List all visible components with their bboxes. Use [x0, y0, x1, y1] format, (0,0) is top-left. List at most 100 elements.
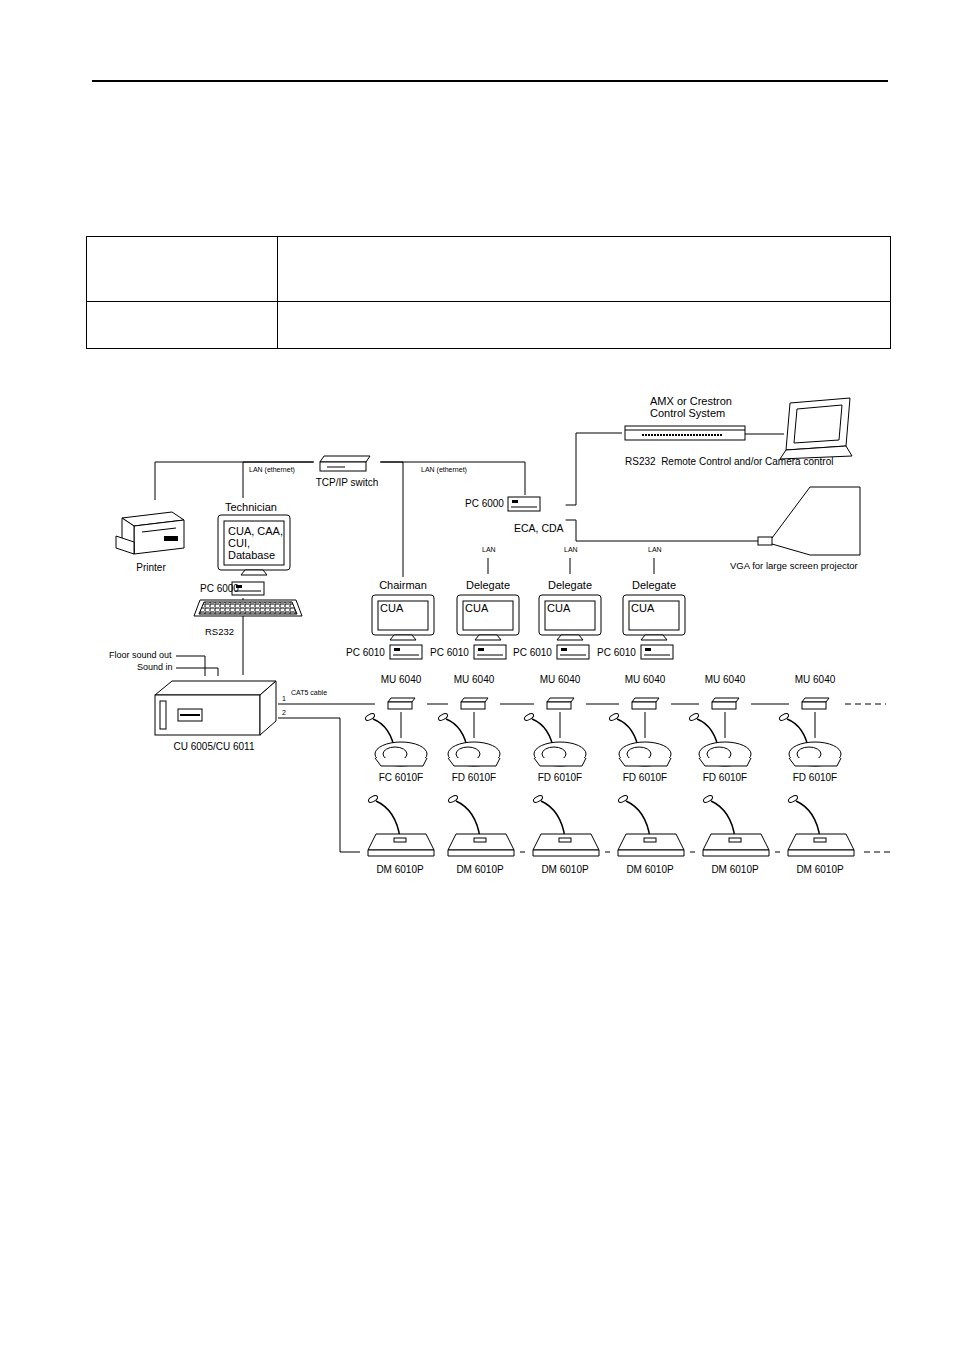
- device-label: Chairman: [379, 579, 427, 592]
- drawing-stroke: [533, 834, 599, 850]
- drawing-stroke: [532, 794, 543, 803]
- flush-mic-base: FD 6010F: [779, 738, 851, 788]
- drawing-stroke: [390, 635, 416, 640]
- cable-line: [278, 704, 375, 705]
- drawing-stroke: [699, 742, 751, 766]
- mic-unit: MU 6040: [534, 674, 586, 712]
- drawing-stroke: [447, 794, 458, 803]
- device-label: FC 6010F: [379, 772, 423, 784]
- drawing-stroke: [712, 702, 736, 709]
- device-text: ECA, CDA: [514, 522, 564, 534]
- device-label: FD 6010F: [623, 772, 667, 784]
- annotation-label: Sound in: [136, 662, 174, 672]
- drawing-stroke: [772, 487, 810, 538]
- drawing-stroke: [534, 742, 586, 766]
- drawing-stroke: [641, 635, 667, 640]
- drawing-stroke: [547, 702, 571, 709]
- touch-panel: [780, 398, 852, 459]
- drawing-stroke: [534, 758, 586, 766]
- drawing-stroke: [475, 635, 501, 640]
- annotation-label: Floor sound out: [108, 650, 173, 660]
- desk-mic: DM 6010P: [525, 826, 605, 880]
- drawing-stroke: [711, 801, 735, 838]
- flush-mic-base: FD 6010F: [438, 738, 510, 788]
- drawing-stroke: [164, 536, 178, 541]
- drawing-stroke: [728, 541, 758, 542]
- drawing-stroke: [523, 712, 534, 721]
- device-label: FD 6010F: [452, 772, 496, 784]
- drawing-stroke: [629, 601, 679, 630]
- drawing-stroke: [461, 702, 485, 709]
- drawing-stroke: [155, 695, 260, 735]
- drawing-stroke: [794, 405, 842, 443]
- drawing-stroke: [224, 521, 284, 565]
- annotation-label: LAN: [647, 546, 663, 554]
- drawing-stroke: [394, 838, 406, 842]
- drawing-stroke: [802, 698, 829, 702]
- drawing-stroke: [560, 655, 586, 656]
- device-label: MU 6040: [705, 674, 746, 686]
- cable-line: [278, 718, 360, 852]
- table-column-rule: [277, 236, 278, 348]
- device-label: FD 6010F: [703, 772, 747, 784]
- drawing-stroke: [457, 595, 519, 635]
- network-switch: TCP/IP switch: [314, 452, 381, 490]
- device-text: RS232 Remote Control and/or Camera contr…: [625, 456, 833, 468]
- drawing-stroke: [778, 712, 789, 721]
- connector-label: CAT5 cable: [290, 689, 328, 697]
- device-label: PC 6010: [513, 647, 552, 659]
- flush-mic-base: FD 6010F: [524, 738, 596, 788]
- device-label: MU 6040: [540, 674, 581, 686]
- drawing-stroke: [448, 834, 514, 850]
- drawing-stroke: [134, 520, 184, 554]
- lan-stub: [570, 558, 571, 574]
- monitor: DelegateCUA: [537, 577, 603, 641]
- flush-mic-base: FD 6010F: [609, 738, 681, 788]
- drawing-stroke: [372, 595, 434, 635]
- cable-line: [500, 704, 534, 705]
- drawing-stroke: [194, 600, 302, 616]
- drawing-stroke: [703, 834, 769, 850]
- drawing-stroke: [463, 601, 513, 630]
- drawing-stroke: [539, 595, 601, 635]
- table-row-rule: [86, 301, 890, 302]
- cable-line: [427, 704, 448, 705]
- control-system: AMX or Crestron Control SystemRS232 Remo…: [622, 393, 835, 471]
- projector: VGA for large screen projector: [728, 485, 862, 575]
- desk-mic: DM 6010P: [695, 826, 775, 880]
- connector-label: RS232: [204, 627, 235, 638]
- drawing-stroke: [644, 838, 656, 842]
- mic-unit: MU 6040: [699, 674, 751, 712]
- device-label: PC 6000: [200, 583, 239, 595]
- device-text: CUA: [547, 602, 570, 615]
- device-label: TCP/IP switch: [316, 477, 379, 489]
- device-text: CUA: [465, 602, 488, 615]
- drawing-stroke: [788, 834, 854, 850]
- device-label: DM 6010P: [711, 864, 758, 876]
- cable-line: [690, 852, 695, 853]
- drawing-stroke: [390, 645, 422, 659]
- cable-line: [560, 712, 561, 738]
- cable-line: [520, 852, 525, 853]
- drawing-stroke: [745, 434, 784, 435]
- device-label: Delegate: [548, 579, 592, 592]
- cable-line: [751, 704, 789, 705]
- drawing-stroke: [437, 712, 448, 721]
- drawing-stroke: [320, 456, 370, 462]
- cable-line: [401, 712, 402, 738]
- drawing-stroke: [623, 595, 685, 635]
- sound-wire: [176, 668, 218, 676]
- empty-table: [87, 237, 891, 349]
- drawing-stroke: [375, 758, 427, 766]
- drawing-stroke: [511, 507, 537, 508]
- lan-stub: [488, 558, 489, 574]
- device-text: CUA: [380, 602, 403, 615]
- drawing-stroke: [802, 702, 826, 709]
- drawing-stroke: [456, 801, 480, 838]
- drawing-stroke: [461, 698, 488, 702]
- drawing-stroke: [625, 426, 745, 440]
- mic-unit: MU 6040: [448, 674, 500, 712]
- drawing-stroke: [508, 497, 540, 511]
- drawing-stroke: [474, 838, 486, 842]
- drawing-stroke: [860, 487, 861, 555]
